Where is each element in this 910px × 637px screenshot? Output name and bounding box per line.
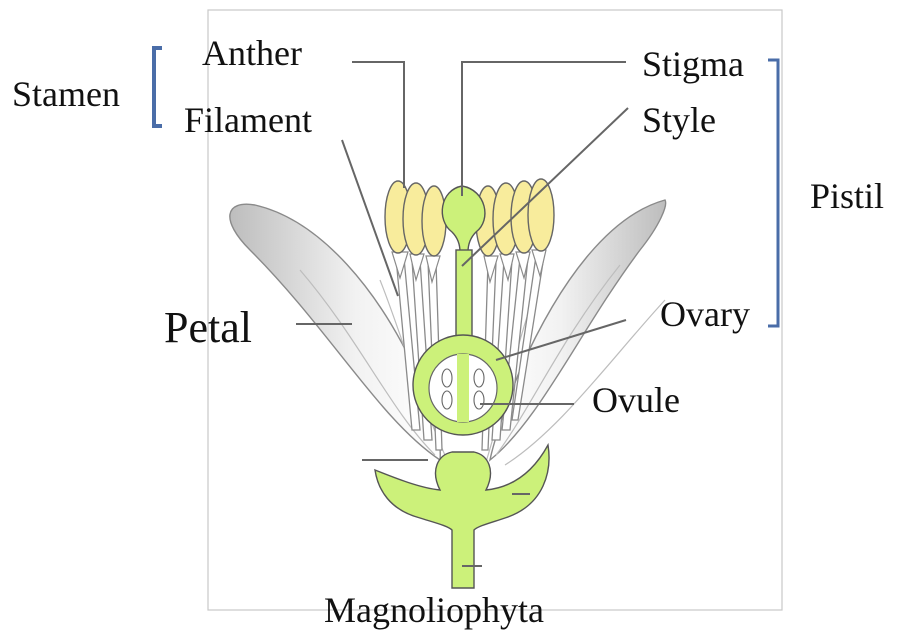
label-stamen: Stamen (12, 74, 120, 114)
label-stigma: Stigma (642, 44, 744, 84)
pistil-bracket (768, 60, 778, 326)
stamen-bracket (154, 48, 162, 126)
label-ovary: Ovary (660, 294, 750, 334)
ovary-chamber (429, 354, 497, 422)
receptacle-shape (375, 445, 549, 588)
label-caption: Magnoliophyta (324, 590, 544, 630)
stigma-leader (462, 62, 626, 196)
label-filament: Filament (184, 100, 312, 140)
label-anther: Anther (202, 33, 302, 73)
label-pistil: Pistil (810, 176, 884, 216)
label-ovule: Ovule (592, 380, 680, 420)
label-petal: Petal (164, 303, 252, 352)
label-style: Style (642, 100, 716, 140)
anther-leader (352, 62, 404, 188)
